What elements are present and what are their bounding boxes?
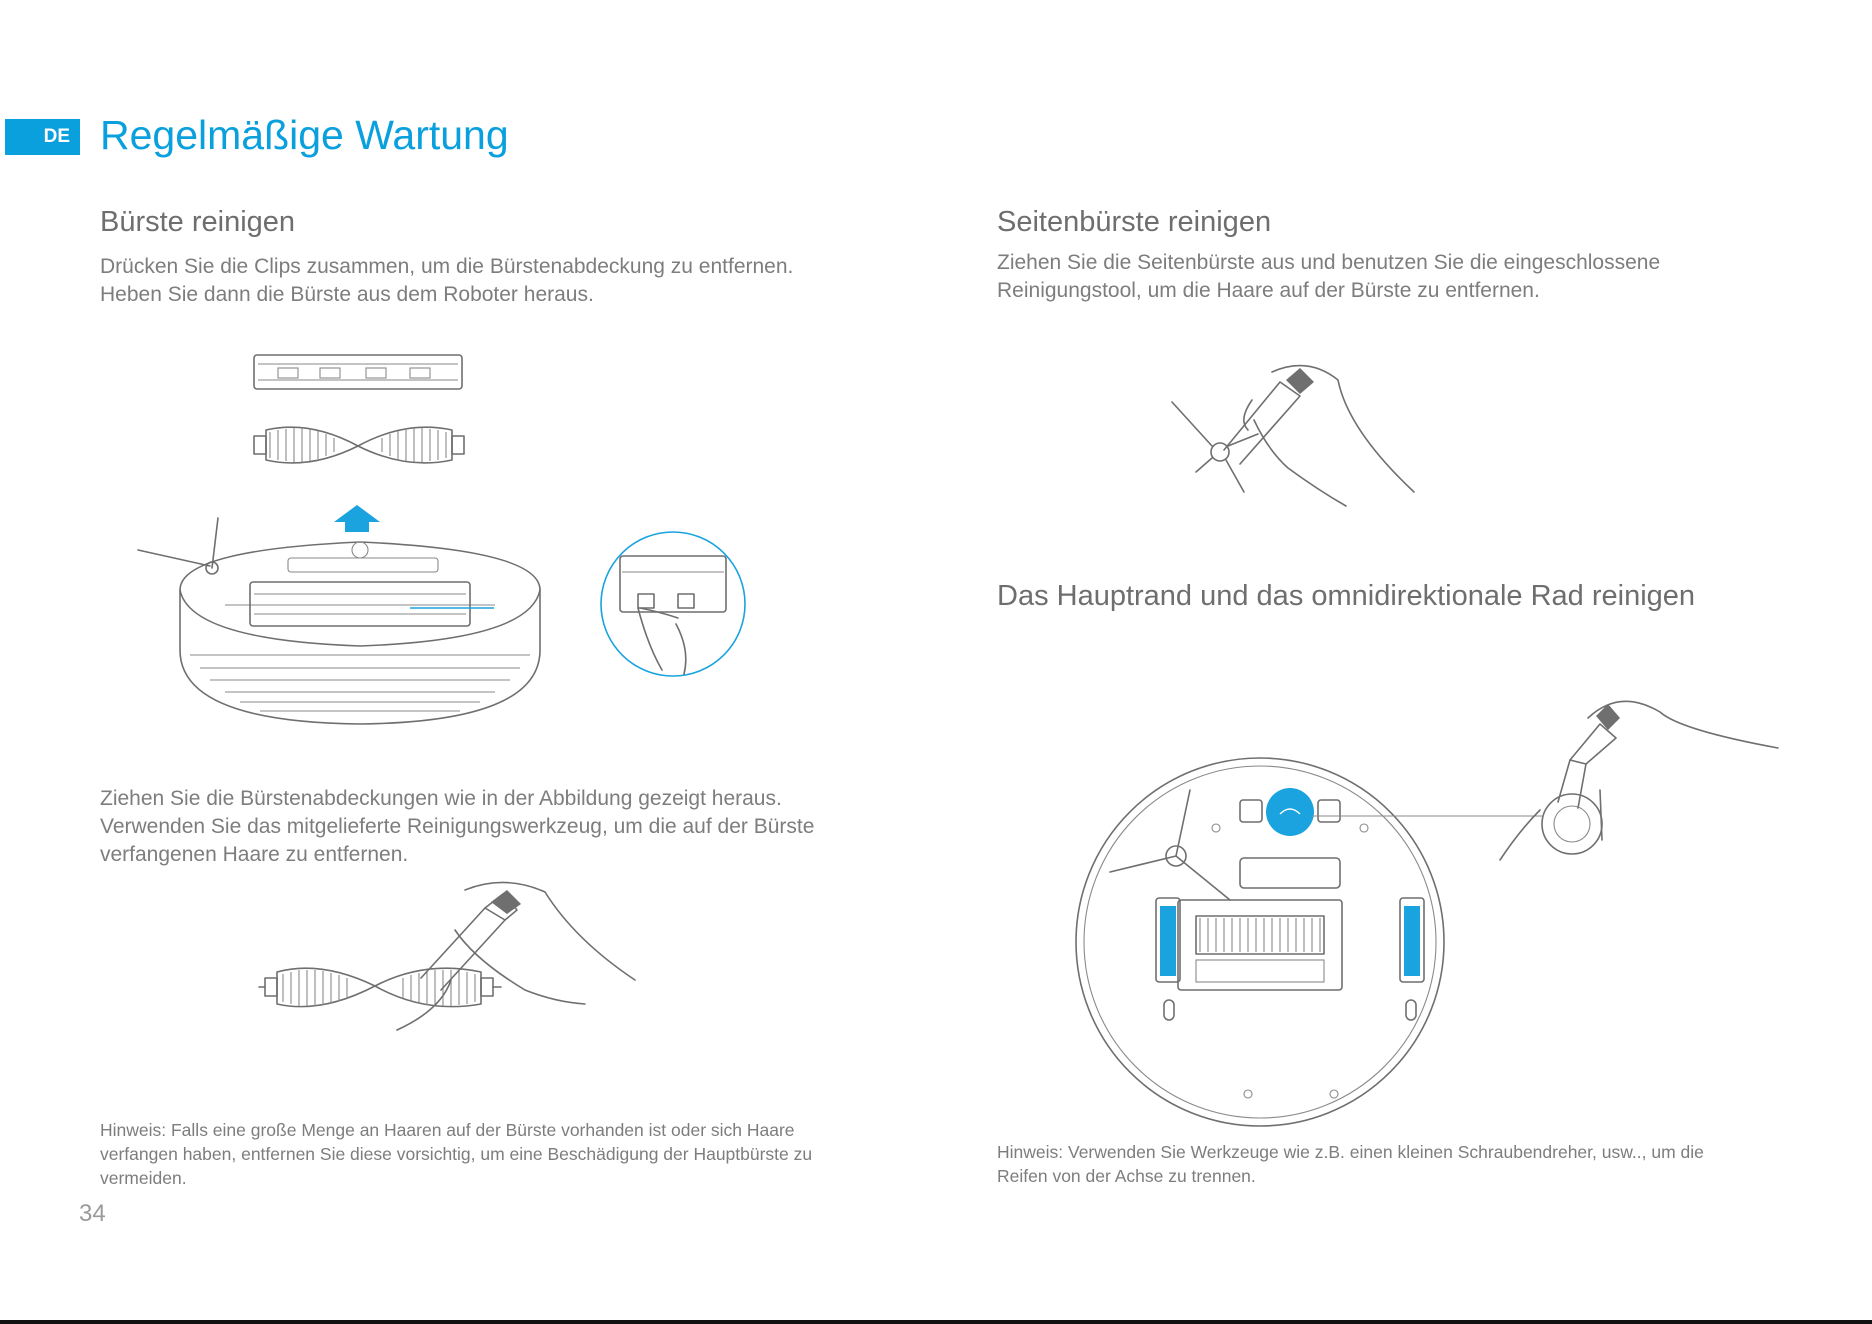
text-line: Reifen von der Achse zu trennen. [997,1166,1256,1186]
text-line: verfangenen Haare zu entfernen. [100,843,409,866]
side-brush-drawing [1171,401,1259,493]
section-text-side-brush: Ziehen Sie die Seitenbürste aus und benu… [997,249,1817,305]
text-line: Hinweis: Falls eine große Menge an Haare… [100,1120,795,1140]
section-text-brush-cleaning: Drücken Sie die Clips zusammen, um die B… [100,253,920,309]
hand-with-cleaning-tool-drawing [1223,364,1415,507]
omni-wheel-highlight [1266,788,1314,836]
main-brush-drawing [253,426,465,464]
robot-underside-drawing [1075,757,1542,1127]
text-line: vermeiden. [100,1168,187,1188]
side-brush-cleaning-illustration [1171,364,1415,507]
brush-hair-removal-illustration [258,881,636,1031]
text-line: Ziehen Sie die Seitenbürste aus und benu… [997,251,1661,274]
note-wheel: Hinweis: Verwenden Sie Werkzeuge wie z.B… [997,1140,1817,1188]
text-line: Reinigungstool, um die Haare auf der Bür… [997,279,1540,302]
section-heading-side-brush: Seitenbürste reinigen [997,206,1272,238]
section-text-brush-cover-removal: Ziehen Sie die Bürstenabdeckungen wie in… [100,785,920,869]
page-number: 34 [79,1200,106,1227]
lift-arrow-icon [334,505,380,532]
page-title: Regelmäßige Wartung [100,112,509,158]
language-badge: DE [5,119,80,155]
main-brush-drawing [258,967,502,1008]
omni-wheel-with-hand-drawing [1499,700,1779,861]
text-line: Ziehen Sie die Bürstenabdeckungen wie in… [100,787,782,810]
text-line: Verwenden Sie das mitgelieferte Reinigun… [100,815,815,838]
omni-wheel-cleaning-illustration [1075,700,1779,1127]
hand-with-cleaning-tool-drawing [396,881,636,1031]
text-line: Heben Sie dann die Bürste aus dem Robote… [100,283,594,306]
section-heading-main-wheel: Das Hauptrand und das omnidirektionale R… [997,580,1696,612]
robot-vacuum-drawing [137,517,541,725]
text-line: Hinweis: Verwenden Sie Werkzeuge wie z.B… [997,1142,1704,1162]
text-line: Drücken Sie die Clips zusammen, um die B… [100,255,794,278]
bottom-border [0,1320,1872,1324]
section-heading-brush-cleaning: Bürste reinigen [100,206,296,238]
brush-removal-illustration [137,354,746,725]
brush-cover-drawing [253,354,463,390]
clip-detail-zoom [600,531,746,677]
text-line: verfangen haben, entfernen Sie diese vor… [100,1144,813,1164]
note-brush: Hinweis: Falls eine große Menge an Haare… [100,1118,920,1190]
